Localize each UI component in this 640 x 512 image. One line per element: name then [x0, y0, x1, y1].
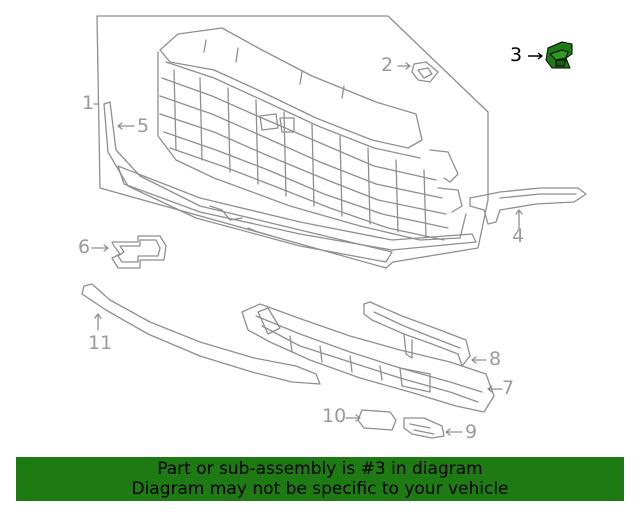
parts-diagram: 1 2 3 4 5 6 7 8 9 10 11 — [78, 15, 587, 443]
banner-line-2: Diagram may not be specific to your vehi… — [131, 479, 509, 499]
callout-9: 9 — [465, 421, 478, 443]
leader-5 — [117, 122, 135, 130]
part-7-lower-grille — [241, 303, 495, 413]
leader-11 — [94, 313, 102, 331]
banner-line-1: Part or sub-assembly is #3 in diagram — [157, 459, 483, 479]
part-8-shield — [363, 301, 471, 367]
part-4-bracket — [469, 187, 587, 225]
grille-lower-bar — [117, 165, 477, 251]
leader-3 — [528, 52, 544, 60]
callout-11: 11 — [88, 332, 113, 354]
part-10-cover — [357, 409, 397, 431]
callout-5: 5 — [137, 115, 150, 137]
callout-10: 10 — [322, 405, 347, 427]
leader-10 — [345, 414, 361, 422]
leader-4 — [515, 209, 523, 229]
part-6-emblem — [111, 235, 167, 269]
part-2-clip — [411, 61, 439, 83]
leader-6 — [91, 244, 109, 252]
callout-6: 6 — [78, 236, 91, 258]
assembly-outline — [96, 15, 489, 269]
leader-2 — [397, 62, 411, 70]
part-11-molding — [81, 283, 321, 385]
callout-1: 1 — [82, 92, 95, 114]
part-9-grille — [403, 417, 445, 439]
leader-7 — [487, 385, 503, 393]
callout-8: 8 — [489, 348, 502, 370]
leader-9 — [445, 428, 463, 436]
callout-4: 4 — [512, 225, 525, 247]
callout-2: 2 — [381, 54, 394, 76]
callout-3: 3 — [510, 44, 523, 66]
part-5-molding — [103, 101, 393, 263]
part-3-highlighted — [545, 41, 573, 69]
leader-8 — [471, 356, 487, 364]
notice-banner: Part or sub-assembly is #3 in diagram Di… — [16, 457, 624, 501]
diagram-drawing — [81, 15, 587, 439]
callout-7: 7 — [502, 377, 515, 399]
grille-part — [157, 27, 467, 241]
